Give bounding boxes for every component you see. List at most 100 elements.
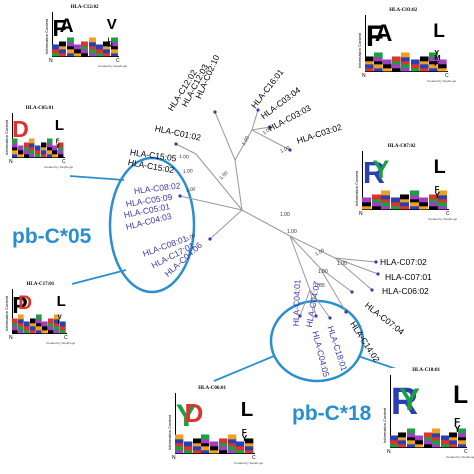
logo-stack-residue: █ (381, 190, 391, 195)
logo-stack-residue: █ (66, 40, 74, 46)
tree-branches (175, 109, 379, 319)
logo-stack-residue: █ (66, 44, 74, 49)
logo-stack-residue: █ (103, 47, 111, 53)
logo-stack-residue: █ (365, 59, 374, 64)
logo-stack-residue: █ (60, 324, 66, 330)
logo-anchor-p1: R (362, 155, 385, 190)
logo-stack-residue: █ (428, 197, 438, 202)
logo-stack-residue: █ (432, 442, 441, 447)
logo-stack-residue: █ (12, 152, 18, 157)
logo-stack-residue: █ (36, 314, 42, 319)
logo-stack-residue: █ (23, 148, 30, 154)
logo-stack-residue: █ (175, 437, 184, 443)
logo-stack-residue: █ (245, 441, 254, 446)
logo-stack-residue: █ (400, 197, 410, 202)
logo-stack-residue: █ (428, 200, 438, 206)
logo-stack-residue: █ (390, 435, 399, 440)
logo-stack-residue: █ (437, 66, 447, 71)
logo-stack-residue: █ (201, 441, 210, 446)
logo-stack-residue: █ (192, 437, 201, 443)
logo-stack-residue: █ (66, 47, 74, 53)
leaf-dots (174, 108, 380, 320)
logo-stack-residue: █ (81, 40, 89, 46)
n-terminus-label: N (9, 335, 13, 341)
logo-stack-residue: █ (449, 431, 458, 437)
logo-stack-residue: █ (46, 141, 53, 147)
n-terminus-label: N (362, 73, 366, 79)
logo-stack-residue: █ (409, 204, 419, 209)
logo-stack-residue: █ (401, 52, 411, 57)
logo-anchor-p9: L (56, 293, 66, 311)
pbc18-cluster-ellipse (269, 299, 365, 383)
logo-stack-residue: █ (201, 448, 210, 453)
logo-stack-residue: █ (88, 44, 96, 49)
logo-anchor-p9: L (54, 117, 65, 135)
logo-stack-residue: █ (52, 145, 58, 150)
logo-stack-residue: █ (437, 62, 447, 68)
logo-stack-residue: █ (406, 442, 415, 447)
logo-p9-secondary-residue: I (57, 319, 60, 326)
logo-stack-residue: █ (74, 51, 81, 56)
branch-support-value: 1.00 (178, 154, 189, 161)
logo-stack-residue: █ (88, 40, 96, 46)
logo-stack-residue: █ (66, 51, 74, 56)
logo-stack-residue: █ (428, 62, 438, 68)
logo-stack-residue: █ (398, 438, 407, 444)
logo-stack-residue: █ (236, 448, 245, 453)
leaf-c0702: HLA-C07:02 (380, 257, 427, 267)
logo-stack-residue: █ (58, 145, 64, 150)
logo-stack-residue: █ (438, 193, 448, 199)
logo-stack-residue: █ (48, 317, 54, 323)
logo-stack-residue: █ (23, 145, 30, 150)
logo-stack-residue: █ (59, 47, 67, 53)
logo-stack-residue: █ (362, 197, 372, 202)
logo-stack-residue: █ (30, 328, 36, 333)
logo-stack-residue: █ (227, 448, 236, 453)
logo-p9-secondary-residue: Y (241, 433, 248, 443)
logo-stack-residue: █ (415, 438, 424, 444)
logo-title: HLA-C18:01 (412, 368, 440, 373)
n-terminus-label: N (172, 455, 176, 461)
logo-stack-residue: █ (374, 66, 383, 71)
logo-stack-residue: █ (392, 66, 401, 71)
logo-stack-residue: █ (29, 138, 35, 143)
logo-stack-residue: █ (457, 438, 466, 444)
logo-stack-residue: █ (60, 328, 66, 333)
logo-stack-residue: █ (449, 435, 458, 440)
logo-stack-residue: █ (103, 40, 111, 46)
logo-stack-residue: █ (419, 197, 429, 202)
logo-stack-residue: █ (175, 448, 184, 453)
logo-stack-residue: █ (59, 40, 67, 46)
logo-stack-residue: █ (449, 438, 458, 444)
logo-anchor-p9: V (106, 16, 117, 34)
logo-stack-residue: █ (245, 437, 254, 443)
logo-stack-residue: █ (59, 44, 67, 49)
logo-axes (175, 393, 255, 454)
logo-anchor-p2: Y (399, 381, 420, 417)
logo-stack-residue: █ (46, 152, 53, 157)
logo-stack-residue: █ (201, 437, 210, 443)
logo-stack-residue: █ (201, 434, 210, 439)
logo-credit: Created by Seq2Logo (46, 341, 76, 345)
logo-axes (390, 375, 467, 448)
leaf-c0701: HLA-C07:01 (385, 272, 432, 282)
logo-title: HLA-C06:01 (198, 386, 227, 391)
logo-title: HLA-C17:01 (26, 282, 55, 287)
logo-stack-residue: █ (409, 193, 419, 199)
logo-stack-residue: █ (40, 152, 47, 157)
logo-stack-residue: █ (110, 44, 118, 49)
logo-stack-residue: █ (96, 47, 103, 53)
logo-anchor-p2: A (59, 16, 74, 38)
logo-stack-residue: █ (371, 197, 381, 202)
logo-stack-residue: █ (17, 152, 24, 157)
logo-stack-residue: █ (374, 55, 383, 61)
logo-stack-residue: █ (192, 441, 201, 446)
c-terminus-label: C (64, 335, 68, 341)
logo-stack-residue: █ (409, 190, 419, 195)
logo-stack-residue: █ (54, 317, 60, 323)
logo-stack-residue: █ (419, 200, 429, 206)
logo-stack-residue: █ (58, 152, 64, 157)
